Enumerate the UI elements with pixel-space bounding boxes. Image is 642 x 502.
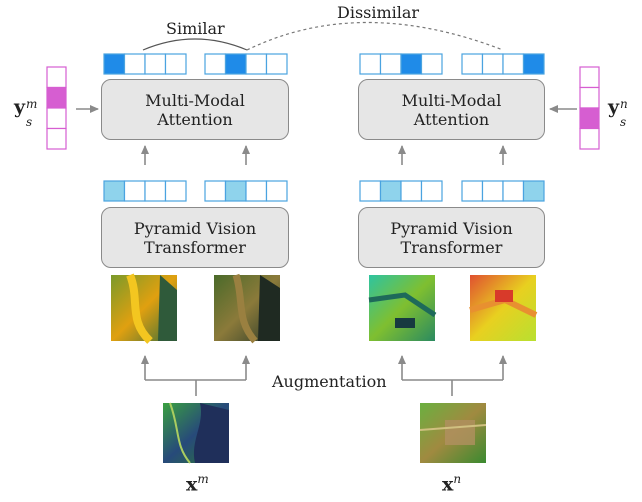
embedding-cell <box>420 53 443 75</box>
embedding-cell <box>164 180 187 202</box>
ysn-sub: s <box>620 115 627 129</box>
embedding-cell <box>245 53 268 75</box>
embedding-cell <box>265 53 288 75</box>
embedding-top-left-b <box>204 53 288 75</box>
satellite-image-aug-n1 <box>368 275 437 341</box>
class-label-cell <box>579 66 600 89</box>
embedding-cell <box>461 53 484 75</box>
embedding-mid-left-b <box>204 180 288 202</box>
embedding-cell <box>522 53 545 75</box>
augmentation-label: Augmentation <box>272 372 387 391</box>
label-xm: xm <box>186 472 209 495</box>
xn-base: x <box>442 473 454 496</box>
ysm-base: y <box>14 96 26 118</box>
embedding-mid-right-a <box>359 180 443 202</box>
embedding-top-left-a <box>103 53 187 75</box>
class-label-vector-right <box>579 66 600 150</box>
embedding-cell <box>204 53 227 75</box>
embedding-cell <box>224 53 247 75</box>
xm-sup: m <box>197 472 209 486</box>
pvt-right-line1: Pyramid Vision <box>390 218 513 238</box>
embedding-top-right-b <box>461 53 545 75</box>
class-label-layer <box>46 66 600 150</box>
satellite-image-xm <box>163 402 229 464</box>
class-label-cell <box>46 107 67 130</box>
embedding-mid-left-a <box>103 180 187 202</box>
similar-arc <box>142 38 248 51</box>
pvt-right-line2: Transformer <box>400 237 503 257</box>
embedding-cell <box>420 180 443 202</box>
embedding-cell <box>461 180 484 202</box>
ysm-sub: s <box>26 115 33 129</box>
augmentation-arrows-left <box>141 355 250 396</box>
embedding-cell <box>481 53 504 75</box>
dissimilar-arc <box>246 21 504 51</box>
embedding-cell <box>123 53 146 75</box>
ysn-base: y <box>608 96 620 118</box>
satellite-image-aug-n2 <box>469 275 538 341</box>
embedding-cell <box>400 180 423 202</box>
embedding-cell <box>400 53 423 75</box>
class-label-cell <box>579 127 600 150</box>
embedding-cell <box>481 180 504 202</box>
embedding-cell <box>103 180 126 202</box>
embedding-cell <box>245 180 268 202</box>
class-label-cell <box>46 86 67 109</box>
embedding-cell <box>379 53 402 75</box>
xm-base: x <box>186 473 198 496</box>
attention-left-line2: Attention <box>157 109 233 129</box>
attention-left-line1: Multi-Modal <box>145 90 245 110</box>
satellite-image-aug-m2 <box>214 273 280 344</box>
embedding-mid-right-b <box>461 180 545 202</box>
embedding-top-right-a <box>359 53 443 75</box>
class-label-cell <box>579 86 600 109</box>
attention-right-line1: Multi-Modal <box>401 90 502 110</box>
embedding-cell <box>164 53 187 75</box>
class-label-vector-left <box>46 66 67 150</box>
embedding-cell <box>123 180 146 202</box>
class-label-cell <box>46 66 67 89</box>
pvt-left-line2: Transformer <box>144 237 246 257</box>
satellite-image-aug-m1 <box>111 273 177 344</box>
pvt-left-line1: Pyramid Vision <box>133 218 257 238</box>
embedding-cell <box>522 180 545 202</box>
embedding-cell <box>204 180 227 202</box>
similar-label: Similar <box>166 19 225 38</box>
embedding-cell <box>103 53 126 75</box>
attention-right-line2: Attention <box>413 109 490 129</box>
xn-sup: n <box>453 472 462 486</box>
embedding-layer <box>103 53 545 202</box>
embedding-cell <box>502 53 525 75</box>
embedding-cell <box>144 180 167 202</box>
ysm-sup: m <box>26 97 38 111</box>
embedding-cell <box>144 53 167 75</box>
satellite-image-xn <box>419 403 487 463</box>
augmentation-arrows-right <box>398 355 507 396</box>
class-label-cell <box>46 127 67 150</box>
embedding-cell <box>224 180 247 202</box>
class-label-cell <box>579 107 600 130</box>
ysn-sup: n <box>620 97 628 111</box>
dissimilar-label: Dissimilar <box>337 3 420 22</box>
label-xn: xn <box>442 472 461 495</box>
embedding-cell <box>359 180 382 202</box>
embedding-cell <box>265 180 288 202</box>
embedding-cell <box>379 180 402 202</box>
embedding-cell <box>502 180 525 202</box>
embedding-cell <box>359 53 382 75</box>
